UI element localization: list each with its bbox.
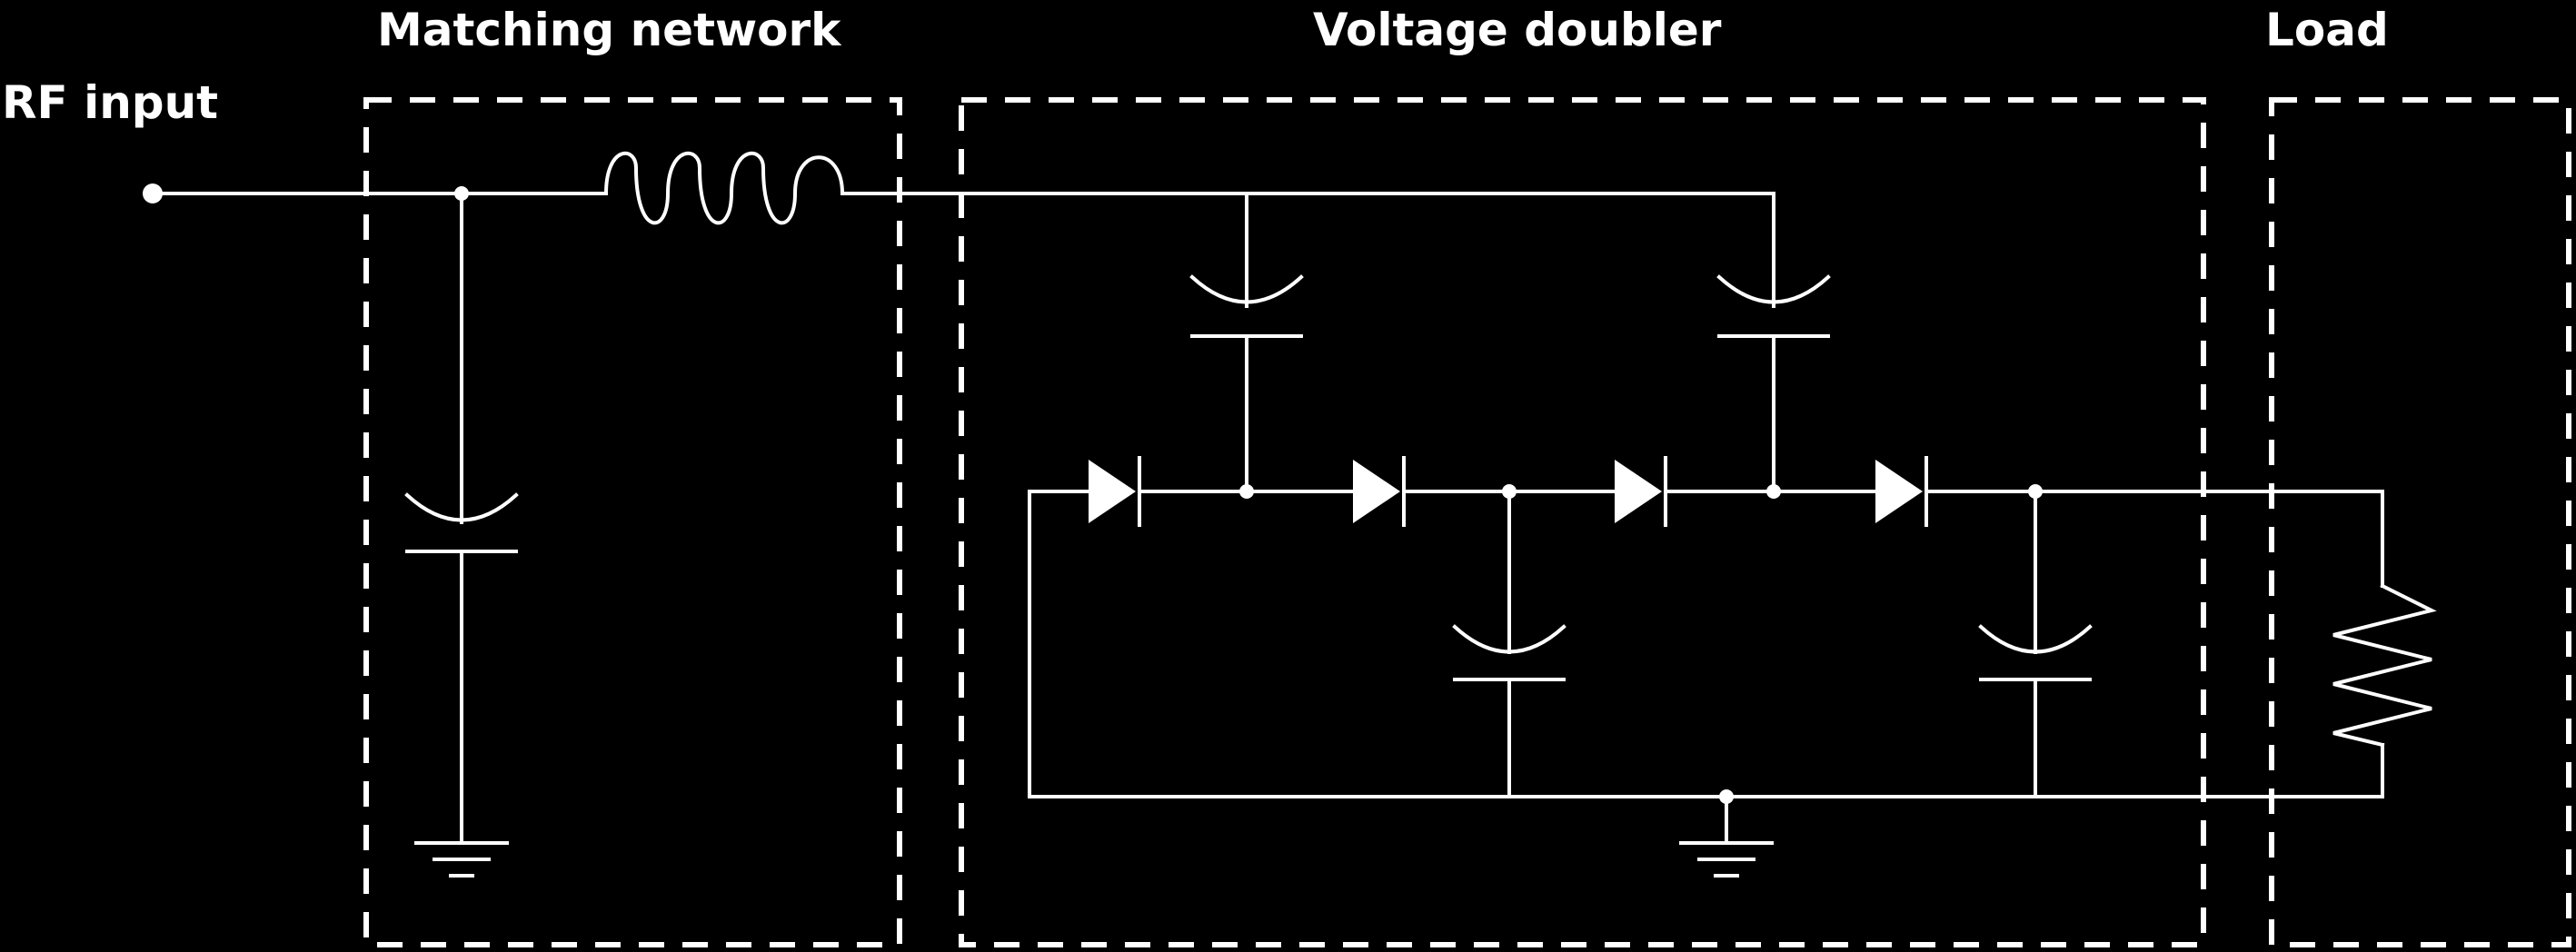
diode-4 (1875, 456, 1928, 527)
inductor (603, 151, 845, 225)
load-resistor (2332, 490, 2437, 798)
storage-capacitor-1 (1452, 490, 1566, 798)
ground-icon (1679, 795, 1774, 878)
load-label: Load (2265, 4, 2389, 56)
matching-network-label: Matching network (377, 4, 842, 56)
voltage-doubler-box (959, 97, 2206, 947)
coupling-capacitor-1 (1189, 192, 1304, 493)
load-box (2269, 97, 2571, 947)
diode-3 (1615, 456, 1667, 527)
storage-capacitor-2 (1978, 490, 2093, 798)
voltage-doubler-label: Voltage doubler (1313, 4, 1722, 56)
ground-icon (414, 841, 509, 878)
rf-input-label: RF input (2, 76, 218, 129)
coupling-capacitor-2 (1716, 192, 1831, 493)
junction-dot (1239, 484, 1254, 499)
matching-network-box (363, 97, 902, 947)
return-wire (1028, 490, 2384, 798)
diode-1 (1089, 456, 1141, 527)
matching-capacitor (404, 192, 519, 845)
diode-2 (1353, 456, 1406, 527)
junction-dot (1766, 484, 1781, 499)
